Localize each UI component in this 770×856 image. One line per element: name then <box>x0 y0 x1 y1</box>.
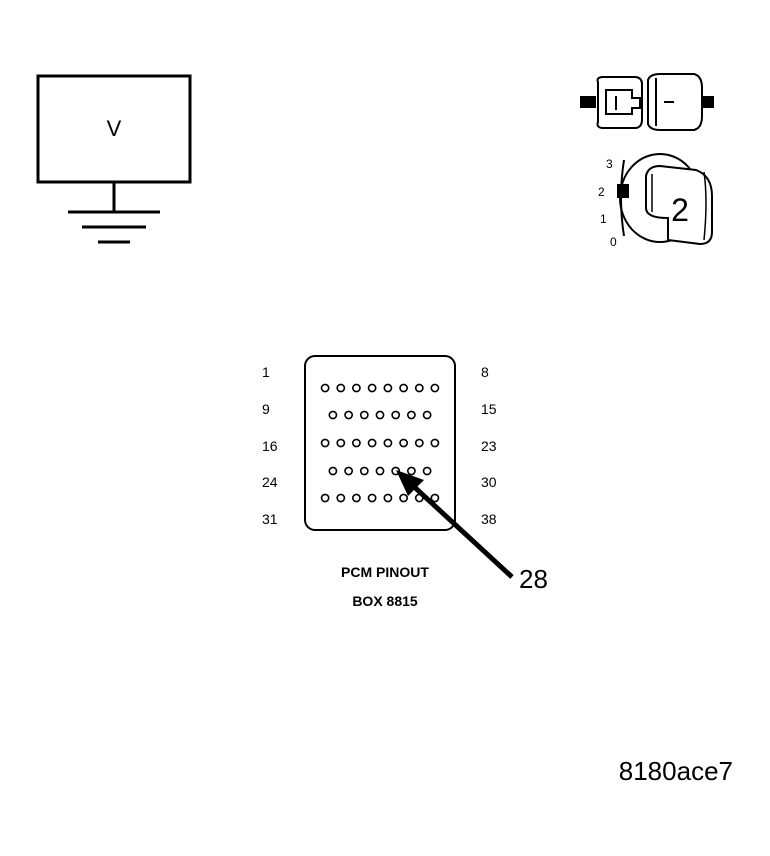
right-pin-label-row5: 38 <box>481 511 497 527</box>
connector-pin <box>375 410 385 420</box>
connector-pin <box>367 438 377 448</box>
connector-pin <box>414 438 424 448</box>
right-pin-label-row3: 23 <box>481 438 497 454</box>
right-pin-label-row4: 30 <box>481 474 497 490</box>
switch-position-2: 2 <box>598 185 605 199</box>
connector-pin <box>351 383 361 393</box>
connector-title-line1: PCM PINOUT <box>341 564 429 580</box>
connector-pin <box>320 438 330 448</box>
connector-pin <box>344 410 353 420</box>
connector-pin <box>336 438 346 448</box>
connector-pin <box>406 410 416 420</box>
connector-pin <box>367 493 377 503</box>
connector-pin <box>344 466 353 476</box>
connector-pin <box>399 438 408 448</box>
connector-title-line2: BOX 8815 <box>352 593 418 609</box>
connector-pin <box>351 493 361 503</box>
connector-pin <box>422 410 432 420</box>
ignition-switch-icon: 3 2 1 0 2 <box>598 153 713 249</box>
voltmeter: V <box>36 74 192 244</box>
connector-pin <box>320 383 330 393</box>
connector-pin <box>391 410 401 420</box>
switch-position-3: 3 <box>606 157 613 171</box>
connector-pin <box>328 466 338 476</box>
left-pin-label-row4: 24 <box>262 474 278 490</box>
connector-pin <box>367 383 377 393</box>
connector-pin <box>336 493 346 503</box>
connector-pin <box>359 466 369 476</box>
ground-symbol <box>68 182 160 244</box>
connector-plug-icon <box>580 73 714 131</box>
switch-position-0: 0 <box>610 235 617 249</box>
connector-pin <box>399 493 408 503</box>
connector-pin <box>422 466 432 476</box>
left-pin-label-row3: 16 <box>262 438 278 454</box>
left-pin-label-row1: 1 <box>262 364 270 380</box>
pcm-connector: 1 9 16 24 31 8 15 23 30 38 PCM PINOUT BO… <box>262 355 497 609</box>
connector-pins <box>320 383 440 503</box>
connector-pin <box>399 383 408 393</box>
connector-pin <box>336 383 346 393</box>
connector-pin <box>375 466 385 476</box>
connector-pin <box>383 383 393 393</box>
callout-pin-number: 28 <box>519 564 548 594</box>
connector-pin <box>383 438 393 448</box>
connector-pin <box>351 438 361 448</box>
figure-id: 8180ace7 <box>619 756 733 786</box>
connector-pin <box>430 493 440 503</box>
connector-pin <box>414 383 424 393</box>
connector-pin <box>383 493 393 503</box>
left-pin-label-row2: 9 <box>262 401 270 417</box>
left-pin-label-row5: 31 <box>262 511 278 527</box>
connector-pin <box>320 493 330 503</box>
connector-pin <box>430 438 440 448</box>
switch-selected-label: 2 <box>671 192 689 228</box>
voltmeter-label: V <box>107 116 122 141</box>
pin-callout-arrow: 28 <box>396 470 548 594</box>
connector-pin <box>328 410 338 420</box>
connector-pin <box>359 410 369 420</box>
connector-pin <box>406 466 416 476</box>
connector-pin <box>430 383 440 393</box>
right-pin-label-row1: 8 <box>481 364 489 380</box>
switch-position-1: 1 <box>600 212 607 226</box>
right-pin-label-row2: 15 <box>481 401 497 417</box>
